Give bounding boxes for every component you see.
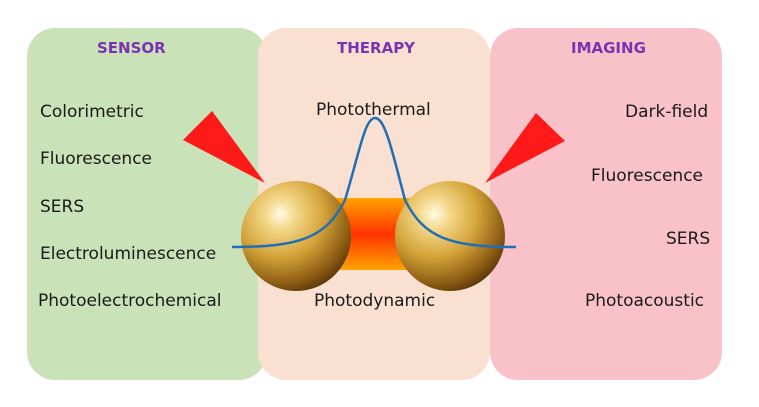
sensor-item-sers: SERS <box>40 197 85 217</box>
therapy-title: THERAPY <box>337 39 416 57</box>
left-arrow-icon <box>183 111 265 183</box>
photothermal-curve <box>231 116 517 249</box>
sensor-item-photoelectrochemical: Photoelectrochemical <box>38 291 222 311</box>
imaging-item-sers: SERS <box>666 229 711 249</box>
sensor-item-colorimetric: Colorimetric <box>40 102 144 122</box>
imaging-item-photoacoustic: Photoacoustic <box>585 291 705 311</box>
sensor-item-electroluminescence: Electroluminescence <box>40 244 217 264</box>
sensor-title: SENSOR <box>97 39 166 57</box>
imaging-item-dark-field: Dark-field <box>625 102 709 122</box>
imaging-item-fluorescence: Fluorescence <box>591 166 703 186</box>
sensor-panel <box>27 28 267 380</box>
left-gold-sphere-icon <box>241 181 351 291</box>
right-gold-sphere-icon <box>395 181 505 291</box>
imaging-title: IMAGING <box>571 39 646 57</box>
sensor-item-fluorescence: Fluorescence <box>40 149 152 169</box>
right-arrow-icon <box>485 113 565 183</box>
therapy-item-photodynamic: Photodynamic <box>314 291 436 311</box>
therapy-item-photothermal: Photothermal <box>316 100 431 120</box>
imaging-panel <box>490 28 722 380</box>
